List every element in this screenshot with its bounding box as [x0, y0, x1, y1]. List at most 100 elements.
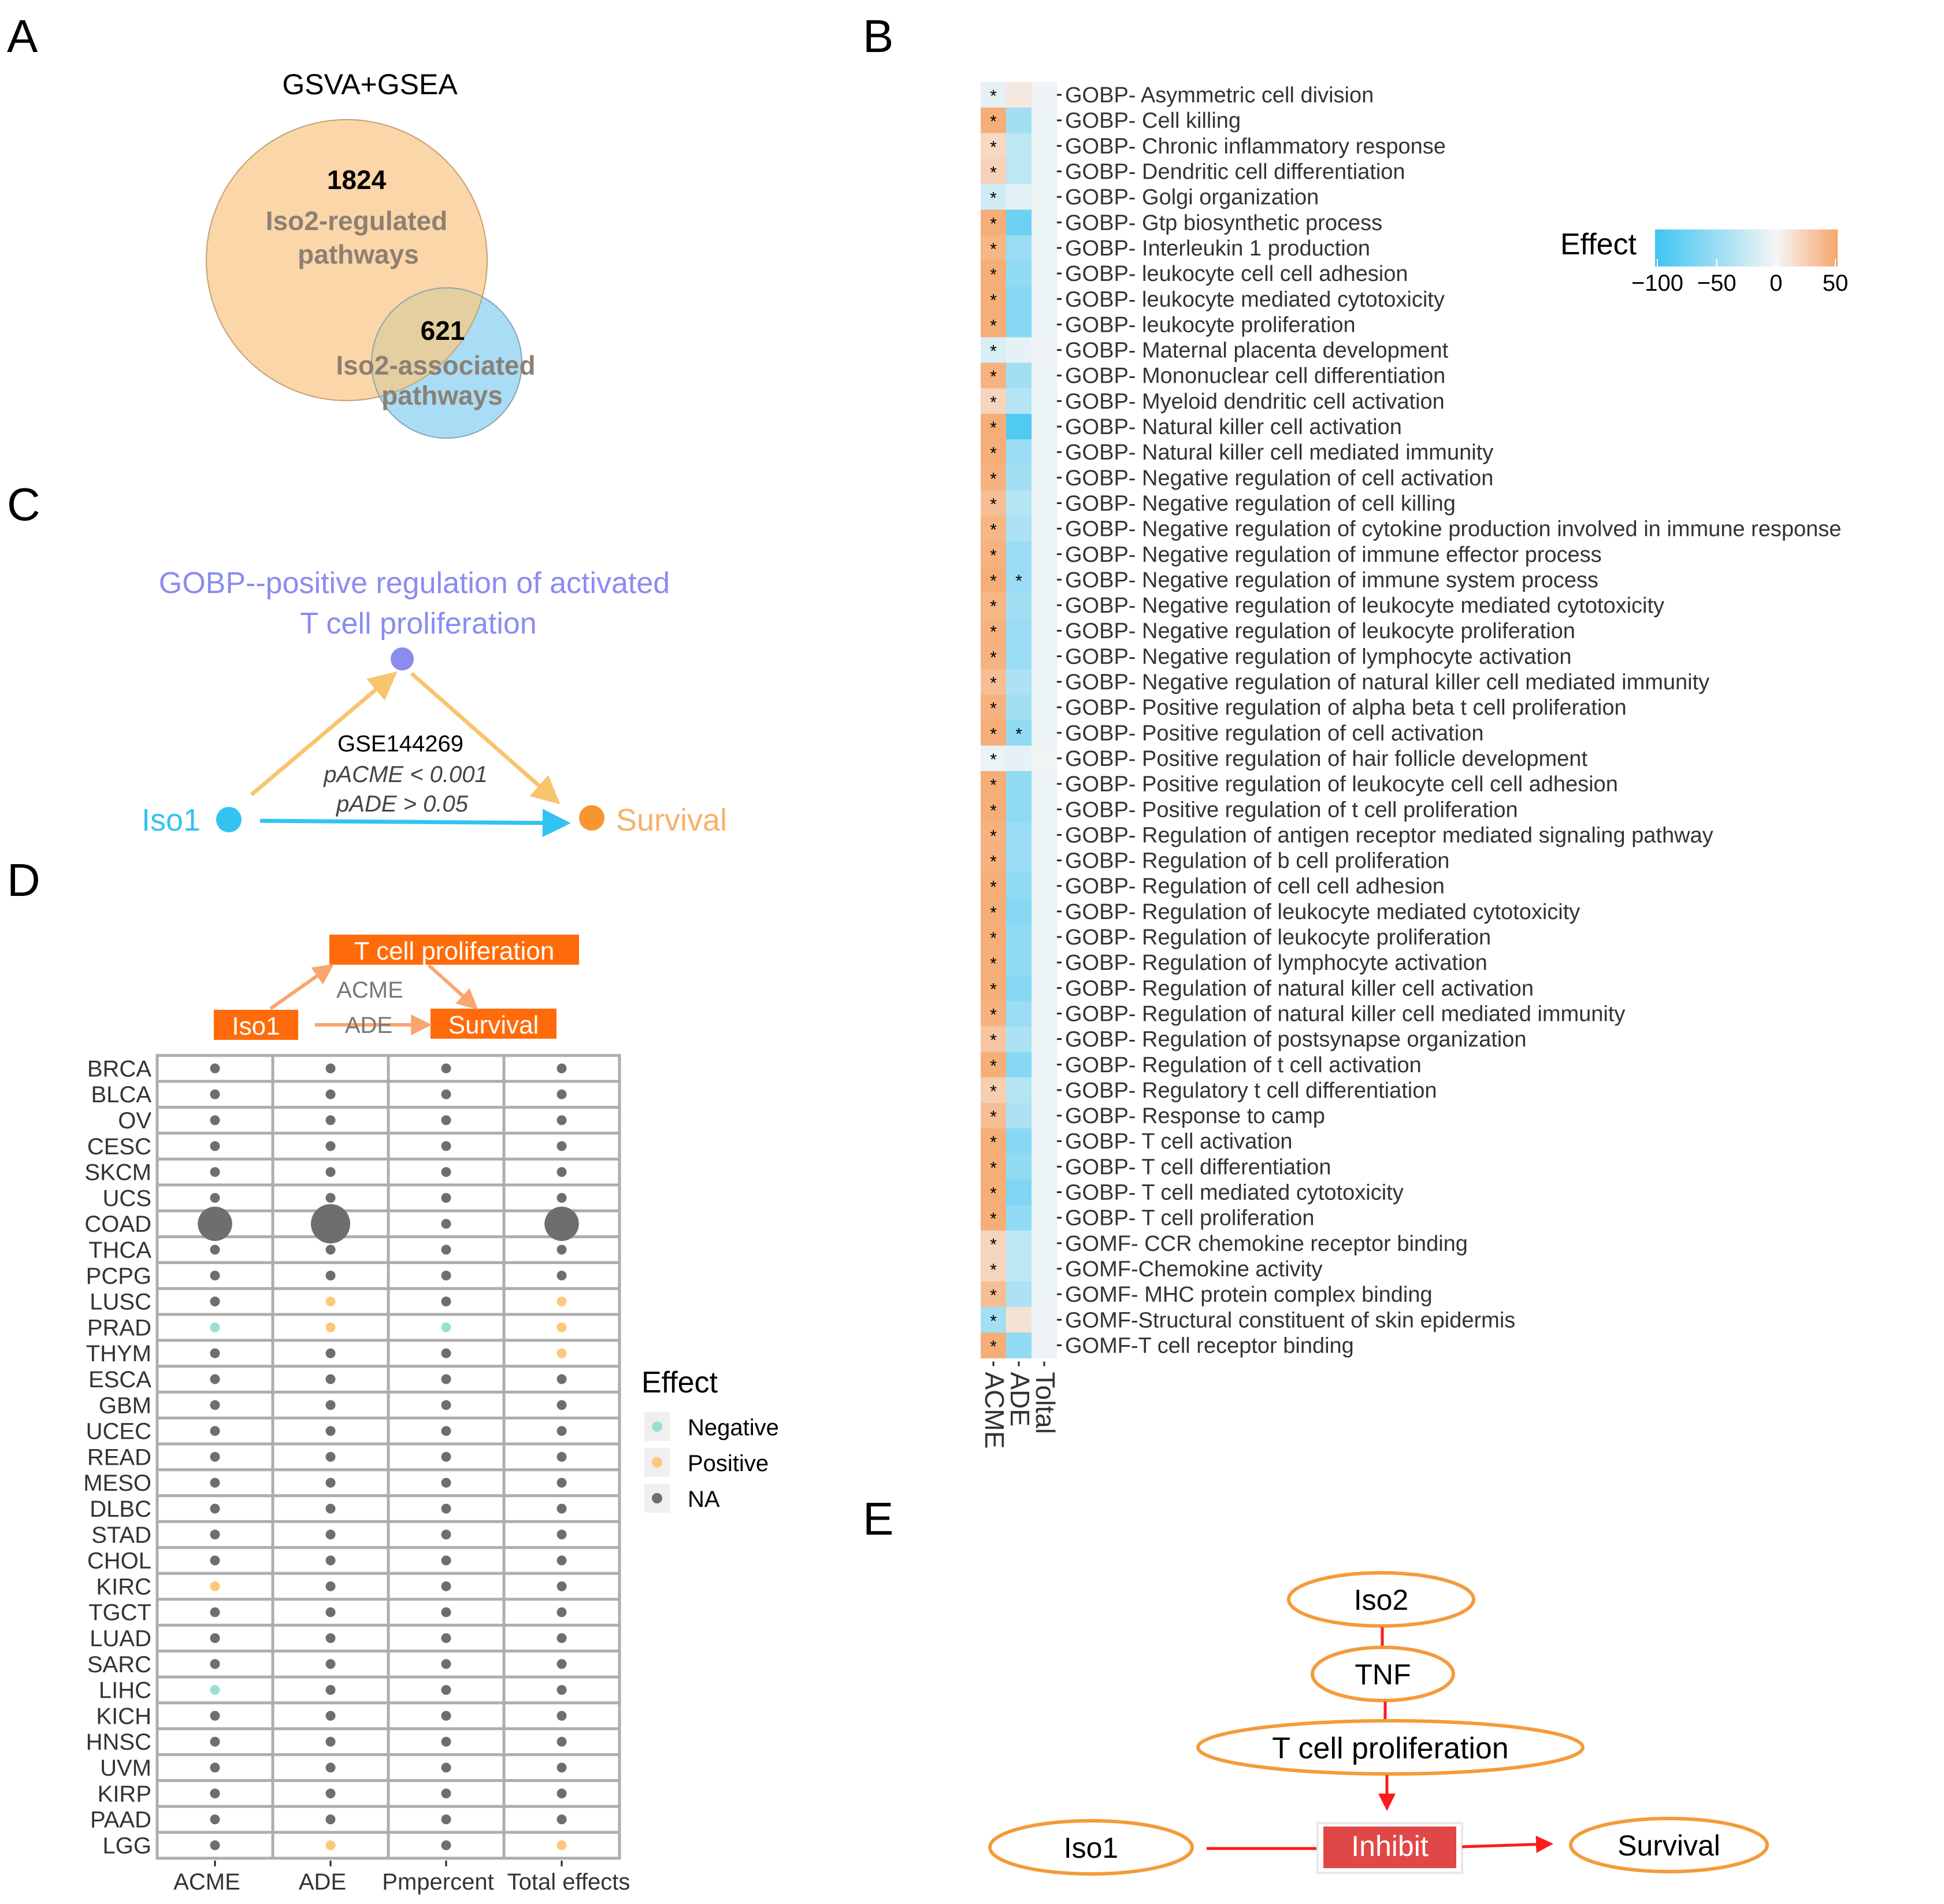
effect-dot [441, 1063, 451, 1073]
heatmap-row-label: GOBP- T cell proliferation [1065, 1206, 1315, 1231]
heatmap-cell [981, 209, 1007, 236]
dot-plot-row-label: LIHC [99, 1678, 151, 1703]
mediator-node [391, 647, 414, 671]
effect-dot [441, 1788, 451, 1799]
heatmap-row-label: GOBP- Golgi organization [1065, 186, 1319, 210]
heatmap-cell [981, 1026, 1007, 1053]
significance-star: * [990, 1107, 997, 1127]
dot-plot-row-label: READ [87, 1444, 151, 1470]
heatmap-cell [1006, 337, 1032, 364]
node-survival-label: Survival [1617, 1829, 1720, 1862]
effect-dot [441, 1089, 451, 1099]
node-iso2 [1287, 1571, 1475, 1628]
dataset-label: GSE144269 [337, 731, 463, 757]
significance-star: * [990, 444, 997, 463]
dot-plot-row-label: UCEC [86, 1419, 151, 1444]
heatmap-row-label: GOBP- Response to camp [1065, 1104, 1325, 1128]
heatmap-cell [1006, 694, 1032, 721]
significance-star: * [990, 393, 997, 412]
significance-star: * [990, 87, 997, 106]
heatmap-cell [1032, 286, 1058, 312]
heatmap-row-label: GOBP- Regulation of t cell activation [1065, 1053, 1422, 1077]
heatmap-cell [1032, 1026, 1058, 1053]
effect-dot [325, 1477, 336, 1488]
heatmap-cell [981, 362, 1007, 389]
heatmap-cell [981, 82, 1007, 108]
significance-star: * [990, 572, 997, 591]
dot-plot-row-label: KIRP [98, 1781, 151, 1807]
heatmap-cell [981, 720, 1007, 746]
significance-star: * [990, 316, 997, 335]
heatmap-row-label: GOMF- MHC protein complex binding [1065, 1283, 1433, 1307]
heatmap-cell [981, 312, 1007, 338]
mini-exposure-box [214, 1010, 298, 1040]
node-iso2-label: Iso2 [1354, 1584, 1409, 1616]
effect-dot [557, 1762, 567, 1773]
heatmap-row-label: GOMF-T cell receptor binding [1065, 1333, 1354, 1358]
effect-dot [325, 1115, 336, 1125]
heatmap-cell [981, 592, 1007, 618]
effect-dot [557, 1840, 567, 1850]
panel-a-letter: A [7, 10, 38, 62]
significance-star: * [990, 853, 997, 872]
heatmap-cell [1006, 158, 1032, 185]
heatmap-row-label: GOBP- Regulatory t cell differentiation [1065, 1079, 1437, 1103]
effect-dot [210, 1167, 220, 1177]
effect-dot [210, 1115, 220, 1125]
heatmap-cell [1032, 822, 1058, 848]
effect-dot [557, 1089, 567, 1099]
effect-dot [325, 1244, 336, 1255]
dot-plot-row-label: OV [118, 1108, 151, 1133]
effect-dot [441, 1659, 451, 1669]
venn-label-regulated-2: pathways [298, 239, 419, 269]
effect-dot [441, 1270, 451, 1281]
heatmap-cell [1006, 950, 1032, 976]
heatmap-cell [1032, 566, 1058, 593]
effect-dot [210, 1814, 220, 1825]
effect-dot [210, 1322, 220, 1332]
heatmap-row-label: GOBP- leukocyte cell cell adhesion [1065, 262, 1408, 286]
effect-dot [210, 1244, 220, 1255]
heatmap-cell [1032, 108, 1058, 134]
heatmap-cell [1032, 975, 1058, 1001]
heatmap-cell [981, 797, 1007, 823]
heatmap-cell [981, 745, 1007, 772]
significance-star: * [990, 495, 997, 514]
heatmap-cell [1006, 465, 1032, 491]
heatmap-cell [1006, 413, 1032, 440]
effect-dot [557, 1451, 567, 1462]
dot-plot-row-label: TGCT [88, 1600, 151, 1625]
heatmap-cell [981, 439, 1007, 465]
effect-dot [557, 1736, 567, 1747]
heatmap-cell [1032, 516, 1058, 542]
heatmap-row-label: GOBP- Myeloid dendritic cell activation [1065, 390, 1445, 414]
effect-dot [325, 1451, 336, 1462]
heatmap-row-label: GOBP- Negative regulation of leukocyte m… [1065, 594, 1664, 618]
panel-b-letter: B [863, 10, 893, 62]
effect-dot [210, 1503, 220, 1514]
significance-star: * [990, 1312, 997, 1331]
mini-outcome-label: Survival [448, 1011, 539, 1039]
heatmap-cell [1006, 108, 1032, 134]
node-iso1 [988, 1819, 1194, 1876]
significance-star: * [990, 189, 997, 208]
heatmap-cell [1032, 1001, 1058, 1027]
heatmap-row-label: GOBP- Chronic inflammatory response [1065, 134, 1446, 158]
venn-label-associated-2: pathways [381, 380, 503, 410]
significance-star: * [990, 1005, 997, 1024]
heatmap-cell [1032, 797, 1058, 823]
heatmap-cell [1032, 1307, 1058, 1333]
heatmap-cell [1032, 337, 1058, 364]
heatmap-cell [1006, 1281, 1032, 1307]
heatmap-cell [981, 873, 1007, 899]
effect-dot [441, 1115, 451, 1125]
effect-dot [441, 1529, 451, 1540]
effect-dot [557, 1710, 567, 1721]
panel-c-letter: C [7, 479, 40, 530]
heatmap-cell [1032, 388, 1058, 414]
heatmap-cell [1006, 1307, 1032, 1333]
heatmap-row-label: GOBP- Natural killer cell mediated immun… [1065, 440, 1493, 465]
heatmap-row-label: GOBP- Negative regulation of cytokine pr… [1065, 517, 1841, 542]
pacme-label: pACME < 0.001 [323, 762, 488, 787]
